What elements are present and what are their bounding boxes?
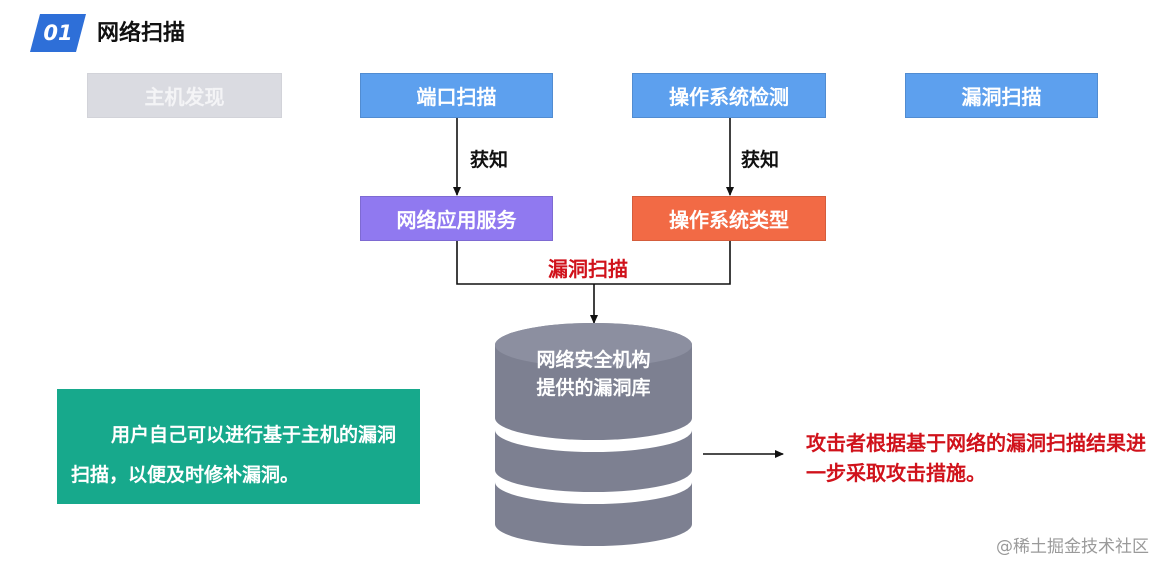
host-discovery-box: 主机发现: [87, 73, 282, 118]
os-detection-box: 操作系统检测: [632, 73, 826, 118]
merge-label: 漏洞扫描: [548, 257, 628, 281]
section-number: 01: [43, 21, 73, 45]
host-scan-note-text: 用户自己可以进行基于主机的漏洞扫描，以便及时修补漏洞。: [71, 424, 397, 486]
os-type-box: 操作系统类型: [632, 196, 826, 241]
attacker-note: 攻击者根据基于网络的漏洞扫描结果进一步采取攻击措施。: [806, 431, 1146, 485]
badge-parallelogram: [30, 14, 86, 52]
section-number-badge: 01: [30, 14, 86, 52]
watermark: @稀土掘金技术社区: [996, 537, 1149, 557]
database-label-line1: 网络安全机构: [536, 349, 651, 371]
arrow-label-right: 获知: [741, 149, 780, 171]
database-label-line2: 提供的漏洞库: [536, 377, 651, 399]
network-service-box: 网络应用服务: [360, 196, 553, 241]
database-label: 网络安全机构 提供的漏洞库: [495, 346, 692, 402]
host-scan-note: 用户自己可以进行基于主机的漏洞扫描，以便及时修补漏洞。: [57, 389, 420, 504]
arrow-label-left: 获知: [470, 149, 509, 171]
port-scan-box: 端口扫描: [360, 73, 553, 118]
vuln-scan-box: 漏洞扫描: [905, 73, 1098, 118]
page-title: 网络扫描: [97, 21, 186, 46]
